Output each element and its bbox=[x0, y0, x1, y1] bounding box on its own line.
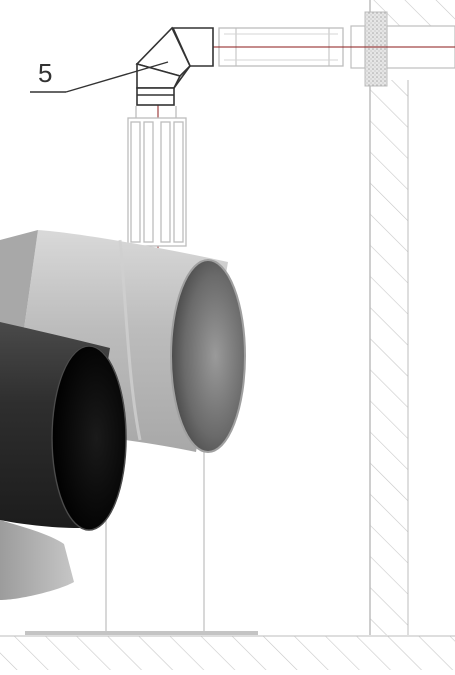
dark-elbow-pipe bbox=[0, 322, 127, 531]
callout-leader bbox=[30, 61, 169, 93]
vertical-flexible-pipe bbox=[127, 106, 187, 247]
callout-number-label: 5 bbox=[38, 58, 53, 88]
centerline-axis bbox=[157, 46, 455, 250]
floor-section bbox=[0, 631, 455, 670]
grey-lower-body bbox=[0, 520, 74, 600]
elbow-90 bbox=[135, 26, 214, 106]
wall-section bbox=[369, 0, 455, 635]
